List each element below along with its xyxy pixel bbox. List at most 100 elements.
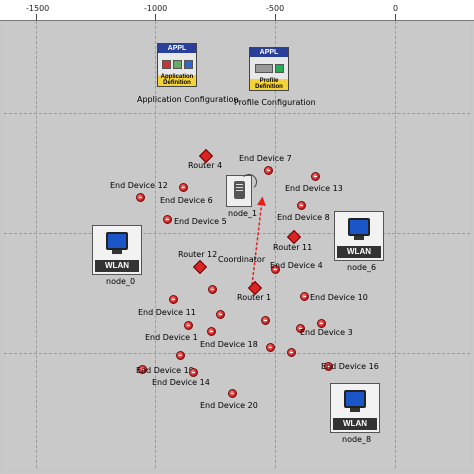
end-device-label: End Device 20 (200, 401, 258, 410)
end-device-label: End Device 13 (285, 184, 343, 193)
appl-footer-line2: Definition (163, 79, 191, 86)
ruler-mark (395, 14, 396, 20)
monitor-stand (350, 408, 360, 412)
end-device-icon[interactable] (311, 172, 320, 181)
end-device-icon[interactable] (189, 368, 198, 377)
network-canvas[interactable]: APPL Application Definition Application … (4, 21, 470, 468)
grid-line (4, 113, 470, 114)
end-device-icon[interactable] (271, 265, 280, 274)
end-device-icon[interactable] (317, 319, 326, 328)
end-device-label: End Device 18 (200, 340, 258, 349)
end-device-label: End Device 14 (152, 378, 210, 387)
application-config-label: Application Configuration (137, 95, 239, 104)
end-device-label: End Device 6 (160, 196, 213, 205)
appl-icon (250, 57, 288, 79)
end-device-icon[interactable] (216, 310, 225, 319)
monitor-icon (348, 218, 370, 236)
wlan-node-6[interactable]: WLAN (334, 211, 384, 261)
appl-footer-line2: Definition (255, 83, 283, 90)
grid-line (4, 353, 470, 354)
wlan-tag: WLAN (337, 246, 381, 258)
end-device-label: End Device 19 (136, 366, 194, 375)
coordinator-node[interactable] (226, 174, 257, 207)
end-device-icon[interactable] (266, 343, 275, 352)
profile-definition-node[interactable]: APPL Profile Definition (249, 47, 289, 91)
end-device-icon[interactable] (136, 193, 145, 202)
end-device-icon[interactable] (228, 389, 237, 398)
profile-config-label: Profile Configuration (234, 98, 316, 107)
end-device-icon[interactable] (207, 327, 216, 336)
monitor-icon (344, 390, 366, 408)
end-device-icon[interactable] (324, 362, 333, 371)
server-icon (234, 181, 245, 199)
end-device-label: End Device 8 (277, 213, 330, 222)
end-device-label: End Device 4 (270, 261, 323, 270)
coordinator-name: node_1 (228, 209, 258, 218)
appl-footer-line1: Profile (259, 78, 279, 84)
end-device-icon[interactable] (296, 324, 305, 333)
end-device-icon[interactable] (163, 215, 172, 224)
appl-footer: Application Definition (158, 74, 196, 86)
ruler-tick: 0 (393, 4, 399, 13)
application-definition-node[interactable]: APPL Application Definition (157, 43, 197, 87)
doc-icon (183, 59, 193, 69)
wireless-link[interactable] (251, 196, 266, 286)
ruler-mark (155, 14, 156, 20)
end-device-icon[interactable] (176, 351, 185, 360)
ruler-mark (275, 14, 276, 20)
end-device-label: End Device 12 (110, 181, 168, 190)
end-device-label: End Device 11 (138, 308, 196, 317)
monitor-stand (112, 250, 122, 254)
end-device-label: End Device 16 (321, 362, 379, 371)
appl-footer-line1: Application (160, 74, 194, 80)
appl-footer: Profile Definition (250, 78, 288, 90)
wireless-icon (241, 174, 257, 190)
router-label: Router 11 (273, 243, 313, 252)
end-device-icon[interactable] (287, 348, 296, 357)
appl-header: APPL (158, 44, 196, 53)
coordinator-label: Coordinator (218, 255, 266, 264)
end-device-label: End Device 1 (145, 333, 198, 342)
end-device-icon[interactable] (184, 321, 193, 330)
ruler-tick: -500 (266, 4, 285, 13)
end-device-icon[interactable] (300, 292, 309, 301)
appl-header: APPL (250, 48, 288, 57)
end-device-icon[interactable] (264, 166, 273, 175)
grid-line (155, 21, 156, 468)
end-device-label: End Device 10 (310, 293, 368, 302)
list-icon (254, 63, 273, 73)
wlan-tag: WLAN (95, 260, 139, 272)
router-label: Router 4 (188, 161, 223, 170)
grid-line (275, 21, 276, 468)
link-layer (251, 196, 266, 286)
end-device-icon[interactable] (208, 285, 217, 294)
doc-icon (172, 59, 182, 69)
wlan-node-8[interactable]: WLAN (330, 383, 380, 433)
wlan-tag: WLAN (333, 418, 377, 430)
grid-line (36, 21, 37, 468)
wlan-node-0[interactable]: WLAN (92, 225, 142, 275)
ruler-mark (36, 14, 37, 20)
appl-icon (158, 53, 196, 75)
monitor-icon (106, 232, 128, 250)
grid-line (4, 233, 470, 234)
user-icon (274, 63, 284, 73)
monitor-stand (354, 236, 364, 240)
top-ruler: -1500 -1000 -500 0 (0, 0, 474, 21)
router-label: Router 1 (237, 293, 272, 302)
end-device-icon[interactable] (138, 365, 147, 374)
end-device-icon[interactable] (169, 295, 178, 304)
router-label: Router 12 (178, 250, 218, 259)
wlan-node-name: node_6 (347, 263, 377, 272)
end-device-icon[interactable] (261, 316, 270, 325)
doc-icon (161, 59, 171, 69)
wlan-node-name: node_0 (106, 277, 136, 286)
end-device-icon[interactable] (297, 201, 306, 210)
end-device-icon[interactable] (179, 183, 188, 192)
end-device-label: End Device 5 (174, 217, 227, 226)
ruler-tick: -1500 (26, 4, 50, 13)
wlan-node-name: node_8 (342, 435, 372, 444)
end-device-label: End Device 7 (239, 154, 292, 163)
end-device-label: End Device 3 (300, 328, 353, 337)
ruler-tick: -1000 (144, 4, 168, 13)
